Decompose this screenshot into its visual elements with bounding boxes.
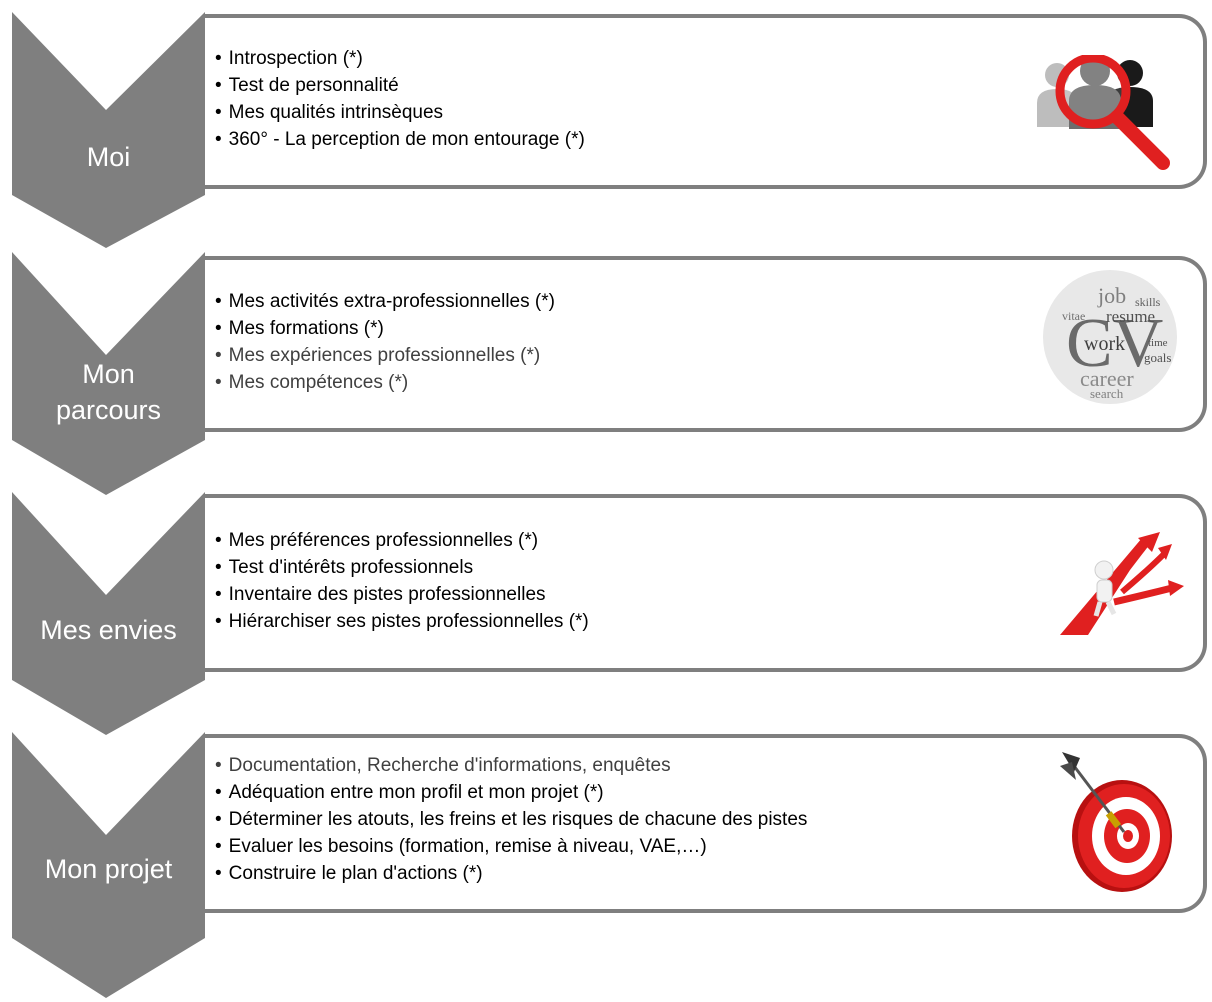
item-list-envies: Mes préférences professionnelles (*) Tes… — [215, 527, 589, 635]
word-search: search — [1090, 386, 1124, 401]
chevron-envies — [12, 492, 205, 735]
list-item: Mes préférences professionnelles (*) — [215, 527, 589, 554]
list-item: Documentation, Recherche d'informations,… — [215, 752, 807, 779]
item-list-moi: Introspection (*) Test de personnalité M… — [215, 45, 585, 153]
cv-letters: CV — [1066, 305, 1163, 382]
word-goals: goals — [1144, 350, 1171, 365]
list-item: Inventaire des pistes professionnelles — [215, 581, 589, 608]
cv-word-cloud-icon: CV job resume skills vitae work time goa… — [1043, 270, 1177, 404]
word-vitae: vitae — [1062, 309, 1085, 323]
stage-label-envies: Mes envies — [40, 615, 177, 645]
list-item: Hiérarchiser ses pistes professionnelles… — [215, 608, 589, 635]
list-item: Test de personnalité — [215, 72, 585, 99]
people-magnifier-icon — [1037, 55, 1170, 170]
list-item: Mes formations (*) — [215, 315, 555, 342]
stage-label-line: parcours — [55, 395, 162, 425]
list-item: Mes expériences professionnelles (*) — [215, 342, 555, 369]
word-work: work — [1084, 333, 1125, 355]
word-resume: resume — [1106, 307, 1155, 326]
target-dart-icon — [1060, 752, 1172, 892]
word-skills: skills — [1135, 295, 1161, 309]
word-time: time — [1148, 337, 1168, 349]
list-item: Construire le plan d'actions (*) — [215, 860, 807, 887]
stage-label-parcours: Mon parcours — [12, 356, 205, 428]
list-item: Mes compétences (*) — [215, 369, 555, 396]
list-item: Adéquation entre mon profil et mon proje… — [215, 779, 807, 806]
chevron-moi — [12, 12, 205, 248]
list-item: Test d'intérêts professionnels — [215, 554, 589, 581]
word-career: career — [1080, 366, 1134, 391]
list-item: Mes qualités intrinsèques — [215, 99, 585, 126]
list-item: Mes activités extra-professionnelles (*) — [215, 288, 555, 315]
list-item: Introspection (*) — [215, 45, 585, 72]
item-list-parcours: Mes activités extra-professionnelles (*)… — [215, 288, 555, 396]
crossroads-arrows-icon — [1060, 532, 1184, 635]
stage-label-moi: Moi — [86, 142, 131, 172]
chevron-projet — [12, 732, 205, 998]
item-list-projet: Documentation, Recherche d'informations,… — [215, 752, 808, 887]
word-job: job — [1097, 283, 1126, 308]
chevron-parcours — [12, 252, 205, 495]
list-item: Déterminer les atouts, les freins et les… — [215, 806, 808, 833]
list-item: Evaluer les besoins (formation, remise à… — [215, 833, 807, 860]
stage-label-projet: Mon projet — [44, 854, 173, 884]
list-item: 360° - La perception de mon entourage (*… — [215, 126, 585, 153]
stage-label-line: Mon — [82, 359, 135, 389]
